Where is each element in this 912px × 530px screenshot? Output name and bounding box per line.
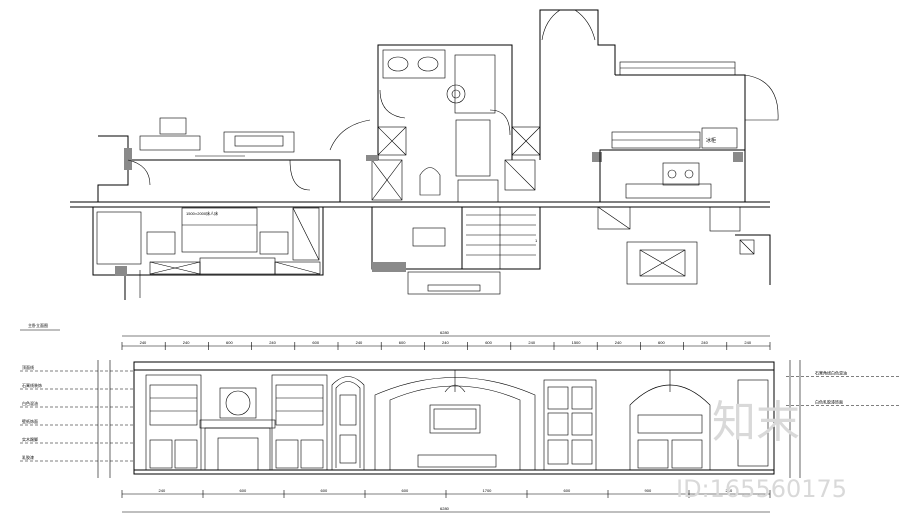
right-label: 白色乳胶漆饰面	[815, 399, 843, 405]
top-total-label: 6280	[440, 330, 450, 335]
top-segment-label: 240	[442, 340, 449, 345]
left-label: 石膏线装饰	[22, 382, 42, 388]
watermark: 知末 ID:165560175	[676, 397, 847, 503]
bottom-segment-label: 900	[645, 488, 652, 493]
entry-door	[539, 9, 743, 162]
top-segment-label: 600	[658, 340, 665, 345]
top-segment-label: 600	[485, 340, 492, 345]
top-segment-label: 600	[312, 340, 319, 345]
bottom-segment-label: 240	[726, 488, 733, 493]
watermark-id: ID:165560175	[676, 475, 847, 503]
kitchen: 冰柜	[597, 61, 779, 285]
right-label: 石膏角线白色混油	[815, 370, 847, 376]
top-segment-label: 240	[269, 340, 276, 345]
bottom-total-label: 6280	[440, 506, 450, 511]
watermark-brand: 知末	[712, 397, 800, 448]
fridge-label: 冰柜	[706, 137, 716, 144]
right-arch	[629, 370, 769, 470]
left-label: 顶面线	[22, 364, 34, 370]
floor-plan: 1500×2000床人床	[70, 9, 779, 300]
top-segment-label: 600	[226, 340, 233, 345]
top-segment-label: 240	[701, 340, 708, 345]
tall-cabinet	[543, 379, 597, 471]
bookshelf-right	[271, 374, 328, 471]
top-segment-label: 240	[615, 340, 622, 345]
left-label: 乳胶漆	[22, 454, 34, 460]
left-label: 实木踢脚	[22, 436, 38, 442]
stair-tag: 1	[535, 238, 538, 243]
top-segment-label: 240	[356, 340, 363, 345]
bookshelf-left	[145, 374, 202, 471]
bottom-segment-label: 600	[402, 488, 409, 493]
fireplace	[199, 387, 276, 471]
top-segment-label: 1500	[572, 340, 582, 345]
left-bedroom-upper	[97, 117, 371, 202]
left-bedroom-lower: 1500×2000床人床	[92, 206, 324, 300]
bottom-segment-label: 600	[564, 488, 571, 493]
bottom-segment-label: 600	[321, 488, 328, 493]
elevation-frame	[133, 361, 775, 475]
bottom-segment-label: 240	[159, 488, 166, 493]
top-segment-labels: 240 240 600 240 600 240 600 240 600 240 1500 240 600…	[121, 340, 771, 350]
arched-door	[331, 376, 365, 470]
left-label: 壁纸饰面	[22, 418, 38, 424]
top-segment-label: 240	[528, 340, 535, 345]
bed-label: 1500×2000床人床	[186, 210, 218, 216]
center-wall	[374, 370, 536, 470]
bottom-segment-label: 1700	[483, 488, 493, 493]
central-bath	[366, 44, 541, 203]
top-segment-label: 240	[183, 340, 190, 345]
top-segment-label: 240	[140, 340, 147, 345]
elevation-title: 主卧立面图	[28, 322, 48, 328]
top-segment-label: 600	[399, 340, 406, 345]
bottom-segment-label: 600	[240, 488, 247, 493]
left-label: 白色混油	[22, 400, 38, 406]
bottom-segment-labels: 240 600 600 600 1700 600 900 240	[121, 488, 771, 498]
top-segment-label: 240	[744, 340, 751, 345]
stair-area: 1	[371, 206, 541, 295]
